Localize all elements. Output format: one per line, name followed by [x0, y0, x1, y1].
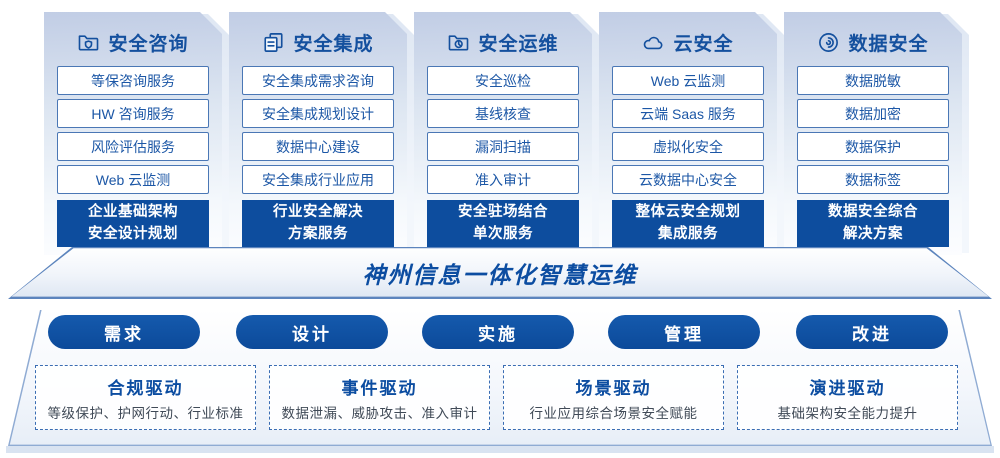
service-item-list: Web 云监测 云端 Saas 服务 虚拟化安全 云数据中心安全: [612, 66, 764, 194]
driver-box-incident: 事件驱动 数据泄漏、威胁攻击、准入审计: [269, 365, 490, 430]
driver-desc: 行业应用综合场景安全赋能: [529, 405, 698, 421]
card-title: 安全运维: [478, 33, 559, 55]
service-item: 云端 Saas 服务: [612, 99, 764, 128]
highlight-block: 整体云安全规划 集成服务: [612, 200, 764, 247]
column-data-security: 数据安全 数据脱敏 数据加密 数据保护 数据标签 数据安全综合 解决方案: [784, 12, 969, 255]
fingerprint-icon: [817, 31, 840, 54]
card-title: 安全集成: [293, 33, 374, 55]
service-item: 数据保护: [797, 132, 949, 161]
driver-title: 合规驱动: [107, 378, 184, 398]
driver-desc: 等级保护、护网行动、行业标准: [47, 405, 244, 421]
process-pill-manage: 管理: [608, 315, 760, 349]
service-item: 云数据中心安全: [612, 165, 764, 194]
process-pill-demand: 需求: [48, 315, 200, 349]
service-card: 安全集成 安全集成需求咨询 安全集成规划设计 数据中心建设 安全集成行业应用 行…: [229, 12, 407, 255]
service-item: Web 云监测: [57, 165, 209, 194]
column-security-integration: 安全集成 安全集成需求咨询 安全集成规划设计 数据中心建设 安全集成行业应用 行…: [229, 12, 414, 255]
service-item: 数据中心建设: [242, 132, 394, 161]
service-item-list: 等保咨询服务 HW 咨询服务 风险评估服务 Web 云监测: [57, 66, 209, 194]
service-item: 风险评估服务: [57, 132, 209, 161]
highlight-block: 企业基础架构 安全设计规划: [57, 200, 209, 247]
service-item: 安全集成规划设计: [242, 99, 394, 128]
card-header: 云安全: [599, 28, 777, 56]
driver-box-compliance: 合规驱动 等级保护、护网行动、行业标准: [35, 365, 256, 430]
driver-desc: 基础架构安全能力提升: [777, 405, 918, 421]
card-header: 数据安全: [784, 28, 962, 56]
service-item-list: 安全集成需求咨询 安全集成规划设计 数据中心建设 安全集成行业应用: [242, 66, 394, 194]
driver-box-scenario: 场景驱动 行业应用综合场景安全赋能: [503, 365, 724, 430]
service-item: 漏洞扫描: [427, 132, 579, 161]
service-card: 安全运维 安全巡检 基线核查 漏洞扫描 准入审计 安全驻场结合 单次服务: [414, 12, 592, 255]
service-item: 数据脱敏: [797, 66, 949, 95]
driver-title: 事件驱动: [341, 378, 418, 398]
service-item: 数据加密: [797, 99, 949, 128]
card-header: 安全咨询: [44, 28, 222, 56]
service-item-list: 安全巡检 基线核查 漏洞扫描 准入审计: [427, 66, 579, 194]
driver-box-evolution: 演进驱动 基础架构安全能力提升: [737, 365, 958, 430]
column-security-consulting: 安全咨询 等保咨询服务 HW 咨询服务 风险评估服务 Web 云监测 企业基础架…: [44, 12, 229, 255]
driver-desc: 数据泄漏、威胁攻击、准入审计: [281, 405, 478, 421]
column-cloud-security: 云安全 Web 云监测 云端 Saas 服务 虚拟化安全 云数据中心安全 整体云…: [599, 12, 784, 255]
folder-pie-icon: [447, 31, 470, 54]
process-pill-design: 设计: [236, 315, 388, 349]
service-card: 安全咨询 等保咨询服务 HW 咨询服务 风险评估服务 Web 云监测 企业基础架…: [44, 12, 222, 255]
highlight-block: 安全驻场结合 单次服务: [427, 200, 579, 247]
service-item: HW 咨询服务: [57, 99, 209, 128]
service-item: 准入审计: [427, 165, 579, 194]
column-security-operations: 安全运维 安全巡检 基线核查 漏洞扫描 准入审计 安全驻场结合 单次服务: [414, 12, 599, 255]
platform-banner: 神州信息一体化智慧运维: [8, 247, 992, 299]
service-item: 虚拟化安全: [612, 132, 764, 161]
service-card: 云安全 Web 云监测 云端 Saas 服务 虚拟化安全 云数据中心安全 整体云…: [599, 12, 777, 255]
service-item-list: 数据脱敏 数据加密 数据保护 数据标签: [797, 66, 949, 194]
driver-title: 场景驱动: [575, 378, 652, 398]
service-item: 安全集成行业应用: [242, 165, 394, 194]
service-item: 安全巡检: [427, 66, 579, 95]
service-item: 基线核查: [427, 99, 579, 128]
card-title: 安全咨询: [108, 33, 189, 55]
platform-banner-title: 神州信息一体化智慧运维: [362, 262, 638, 288]
service-item: Web 云监测: [612, 66, 764, 95]
card-title: 云安全: [673, 33, 734, 55]
highlight-block: 行业安全解决 方案服务: [242, 200, 394, 247]
highlight-block: 数据安全综合 解决方案: [797, 200, 949, 247]
card-header: 安全运维: [414, 28, 592, 56]
platform-front-edge: [6, 446, 994, 453]
process-pill-improve: 改进: [796, 315, 948, 349]
card-header: 安全集成: [229, 28, 407, 56]
process-pill-implement: 实施: [422, 315, 574, 349]
service-card: 数据安全 数据脱敏 数据加密 数据保护 数据标签 数据安全综合 解决方案: [784, 12, 962, 255]
service-item: 安全集成需求咨询: [242, 66, 394, 95]
folder-shield-icon: [77, 31, 100, 54]
cloud-icon: [642, 31, 665, 54]
copy-docs-icon: [262, 31, 285, 54]
driver-title: 演进驱动: [809, 378, 886, 398]
service-item: 等保咨询服务: [57, 66, 209, 95]
service-item: 数据标签: [797, 165, 949, 194]
card-title: 数据安全: [848, 33, 929, 55]
